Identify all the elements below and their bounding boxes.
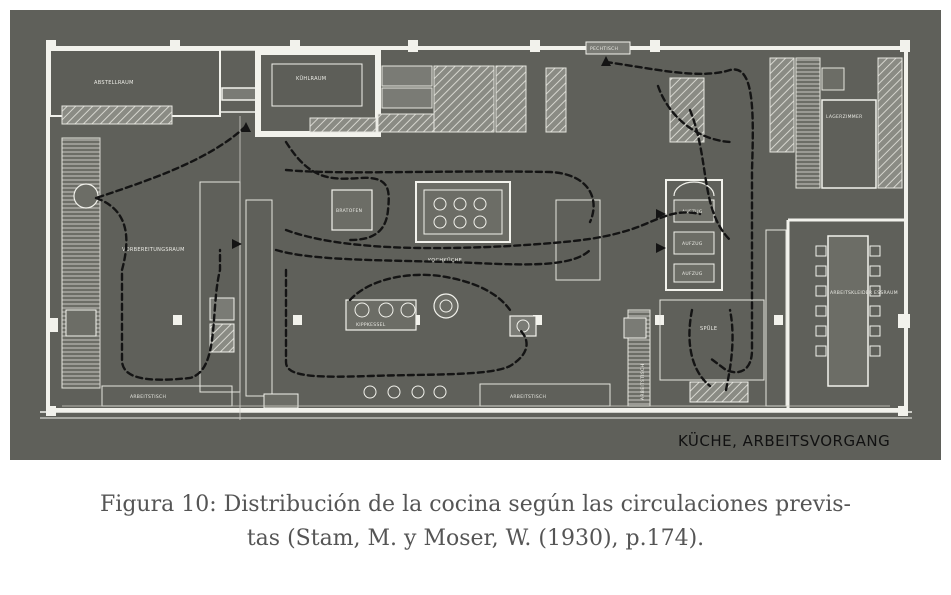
label-bratofen: BRATOFEN bbox=[336, 208, 362, 214]
label-lagerzimmer: LAGERZIMMER bbox=[826, 114, 863, 120]
label-kippkessel: KIPPKESSEL bbox=[356, 322, 386, 328]
figure-caption: Figura 10: Distribución de la cocina seg… bbox=[0, 488, 951, 556]
label-aufzug-2: AUFZUG bbox=[682, 241, 703, 247]
kitchen-floor-plan: ABSTELLRAUM KÜHLRAUM PECHTISCH bbox=[10, 10, 941, 460]
label-kochkuche: KOCHKÜCHE bbox=[428, 257, 462, 264]
spule-area: SPÜLE bbox=[623, 299, 765, 403]
kochkuche-area: BRATOFEN KOCHKÜCHE KIPPKESSEL bbox=[331, 181, 601, 337]
route-arrowheads bbox=[232, 56, 666, 253]
stairs bbox=[795, 57, 821, 189]
label-arbeitstisch-right: ARBEITSTISCH bbox=[510, 394, 546, 400]
caption-line-2: tas (Stam, M. y Moser, W. (1930), p.174)… bbox=[246, 526, 705, 551]
lagerzimmer-room: LAGERZIMMER bbox=[821, 99, 877, 189]
label-arbeitstisch-vertical: ARBEITSTISCH bbox=[640, 364, 646, 400]
label-aufzug-3: AUFZUG bbox=[682, 271, 703, 277]
shelving-top bbox=[377, 65, 567, 133]
label-abstellraum: ABSTELLRAUM bbox=[94, 80, 134, 86]
wall-piers bbox=[46, 40, 910, 416]
essraum-room: ARBEITSKLEIDER ESSRAUM bbox=[788, 218, 906, 387]
abstellraum-room: ABSTELLRAUM bbox=[49, 49, 221, 125]
label-kuhlraum: KÜHLRAUM bbox=[296, 75, 326, 82]
label-vorbereitungsraum: VORBEREITUNGSRAUM bbox=[122, 247, 185, 253]
right-upper-equipment bbox=[669, 57, 903, 189]
caption-line-1: Figura 10: Distribución de la cocina seg… bbox=[100, 492, 851, 517]
kuhlraum-room: KÜHLRAUM bbox=[255, 49, 381, 137]
pechtisch-counter: PECHTISCH bbox=[585, 41, 631, 55]
figure-stamp-label: KÜCHE, ARBEITSVORGANG bbox=[678, 431, 890, 450]
outer-walls bbox=[40, 46, 912, 419]
kitchen-plan-figure: ABSTELLRAUM KÜHLRAUM PECHTISCH bbox=[10, 10, 941, 460]
label-sammelraum: ARBEITSKLEIDER ESSRAUM bbox=[830, 290, 898, 296]
label-spule: SPÜLE bbox=[700, 325, 717, 332]
cooking-range bbox=[415, 181, 511, 243]
dining-table bbox=[827, 235, 869, 387]
vorbereitungsraum-room: VORBEREITUNGSRAUM bbox=[61, 137, 241, 393]
label-pechtisch: PECHTISCH bbox=[590, 46, 618, 52]
circulation-routes bbox=[94, 60, 754, 392]
bratofen-unit bbox=[331, 189, 373, 231]
label-arbeitstisch-left: ARBEITSTISCH bbox=[130, 394, 166, 400]
service-lines bbox=[62, 116, 890, 420]
vertical-arbeitstisch-1 bbox=[245, 199, 273, 397]
